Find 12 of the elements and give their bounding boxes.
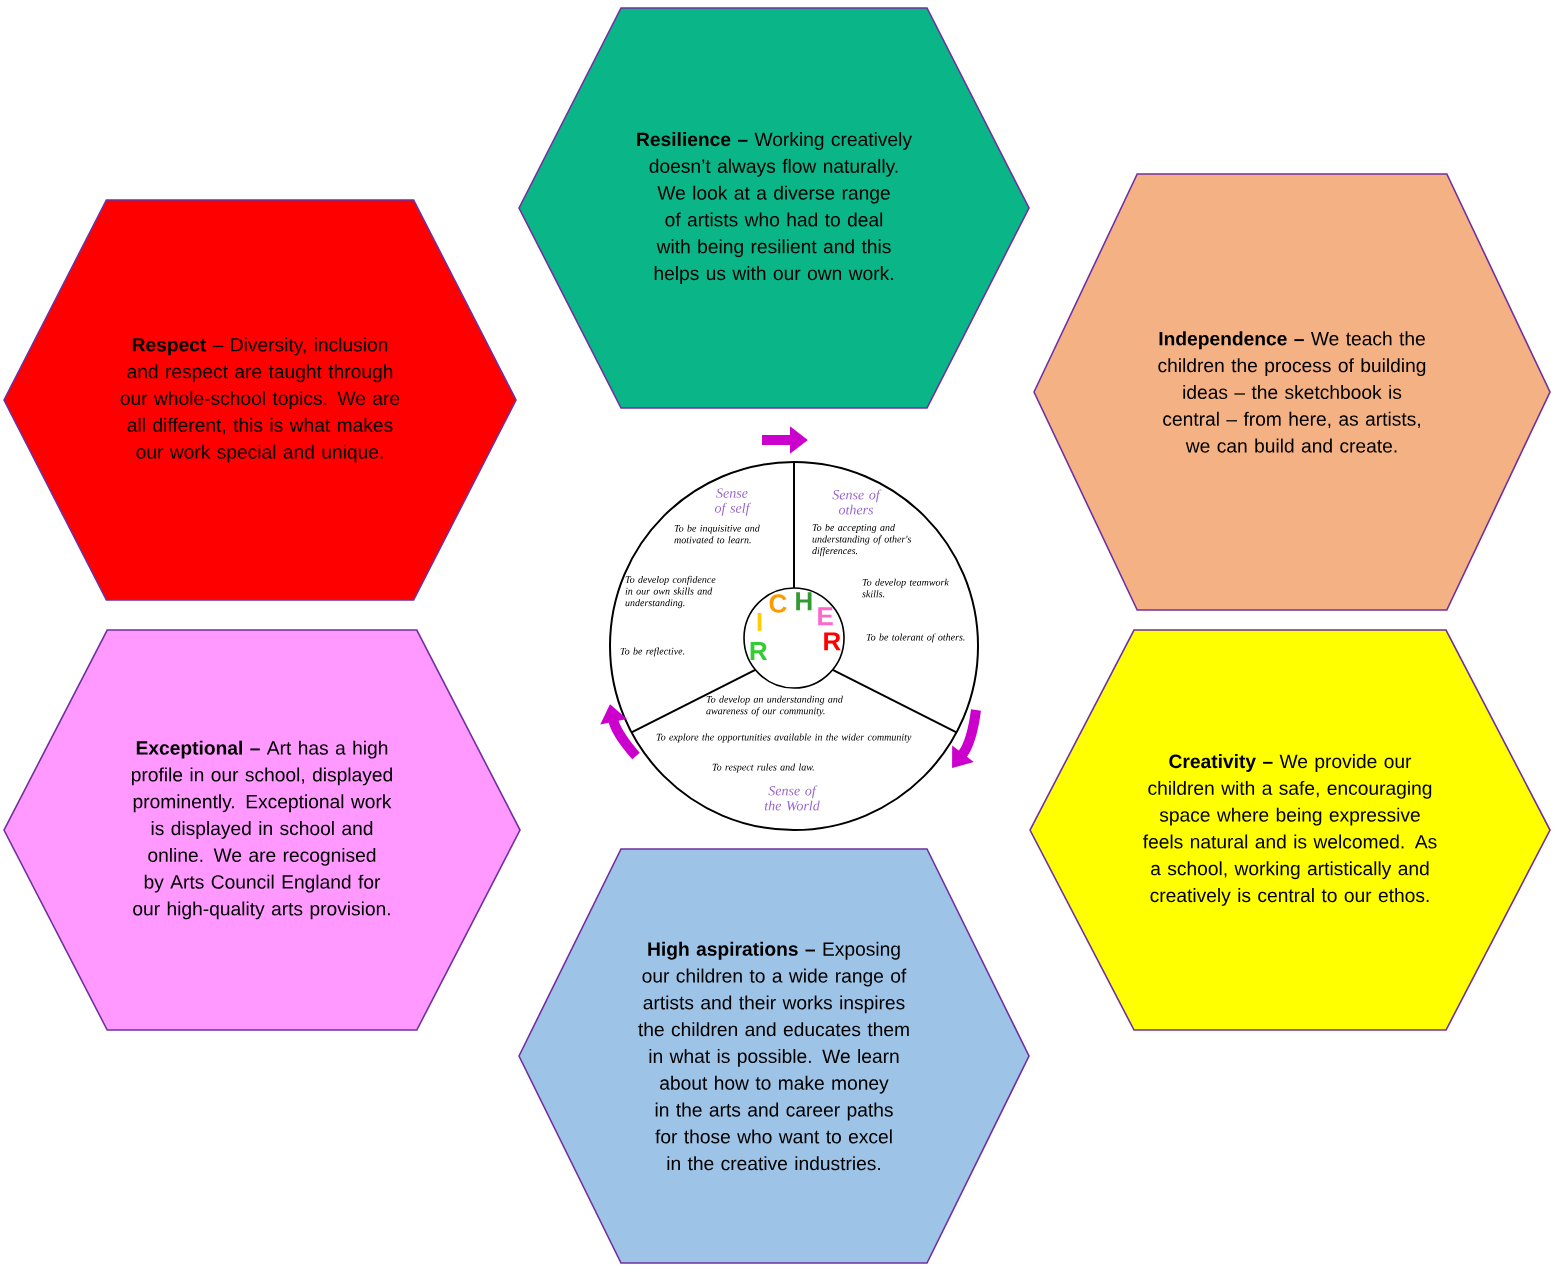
- letter: C: [769, 594, 787, 613]
- letter: E: [818, 607, 833, 626]
- letter: I: [757, 613, 762, 631]
- hexagon: Creativity – We provide our children with a safe, encouraging space where being expressive feels natural and is welcomed. As a school, working artistically and creatively is central to our ethos.: [1029, 629, 1551, 1031]
- letter: H: [796, 592, 812, 611]
- hexagon: Exceptional – Art has a high profile in our school, displayed prominently. Exceptional work is displayed in school and online. We are recognised by Arts Council England for our high-quality arts provision.: [3, 629, 521, 1031]
- hexagon: Independence – We teach the children the process of building ideas – the sketchbook is central – from here, as artists, we can build and create.: [1033, 173, 1551, 611]
- hexagon: Resilience – Working creatively doesn’t always flow naturally. We look at a diverse range of artists who had to deal with being resilient and this helps us with our own work.: [518, 7, 1030, 409]
- hexagon: Respect – Diversity, inclusion and respect are taught through our whole-school topics. We are all different, this is what makes our work special and unique.: [3, 199, 517, 601]
- hexagon: High aspirations – Exposing our children to a wide range of artists and their works inspires the children and educates them in what is possible. We learn about how to make money in the arts and career paths for those who want to excel in the creative industries.: [518, 848, 1030, 1264]
- letter: R: [750, 642, 768, 660]
- letter: R: [824, 632, 841, 651]
